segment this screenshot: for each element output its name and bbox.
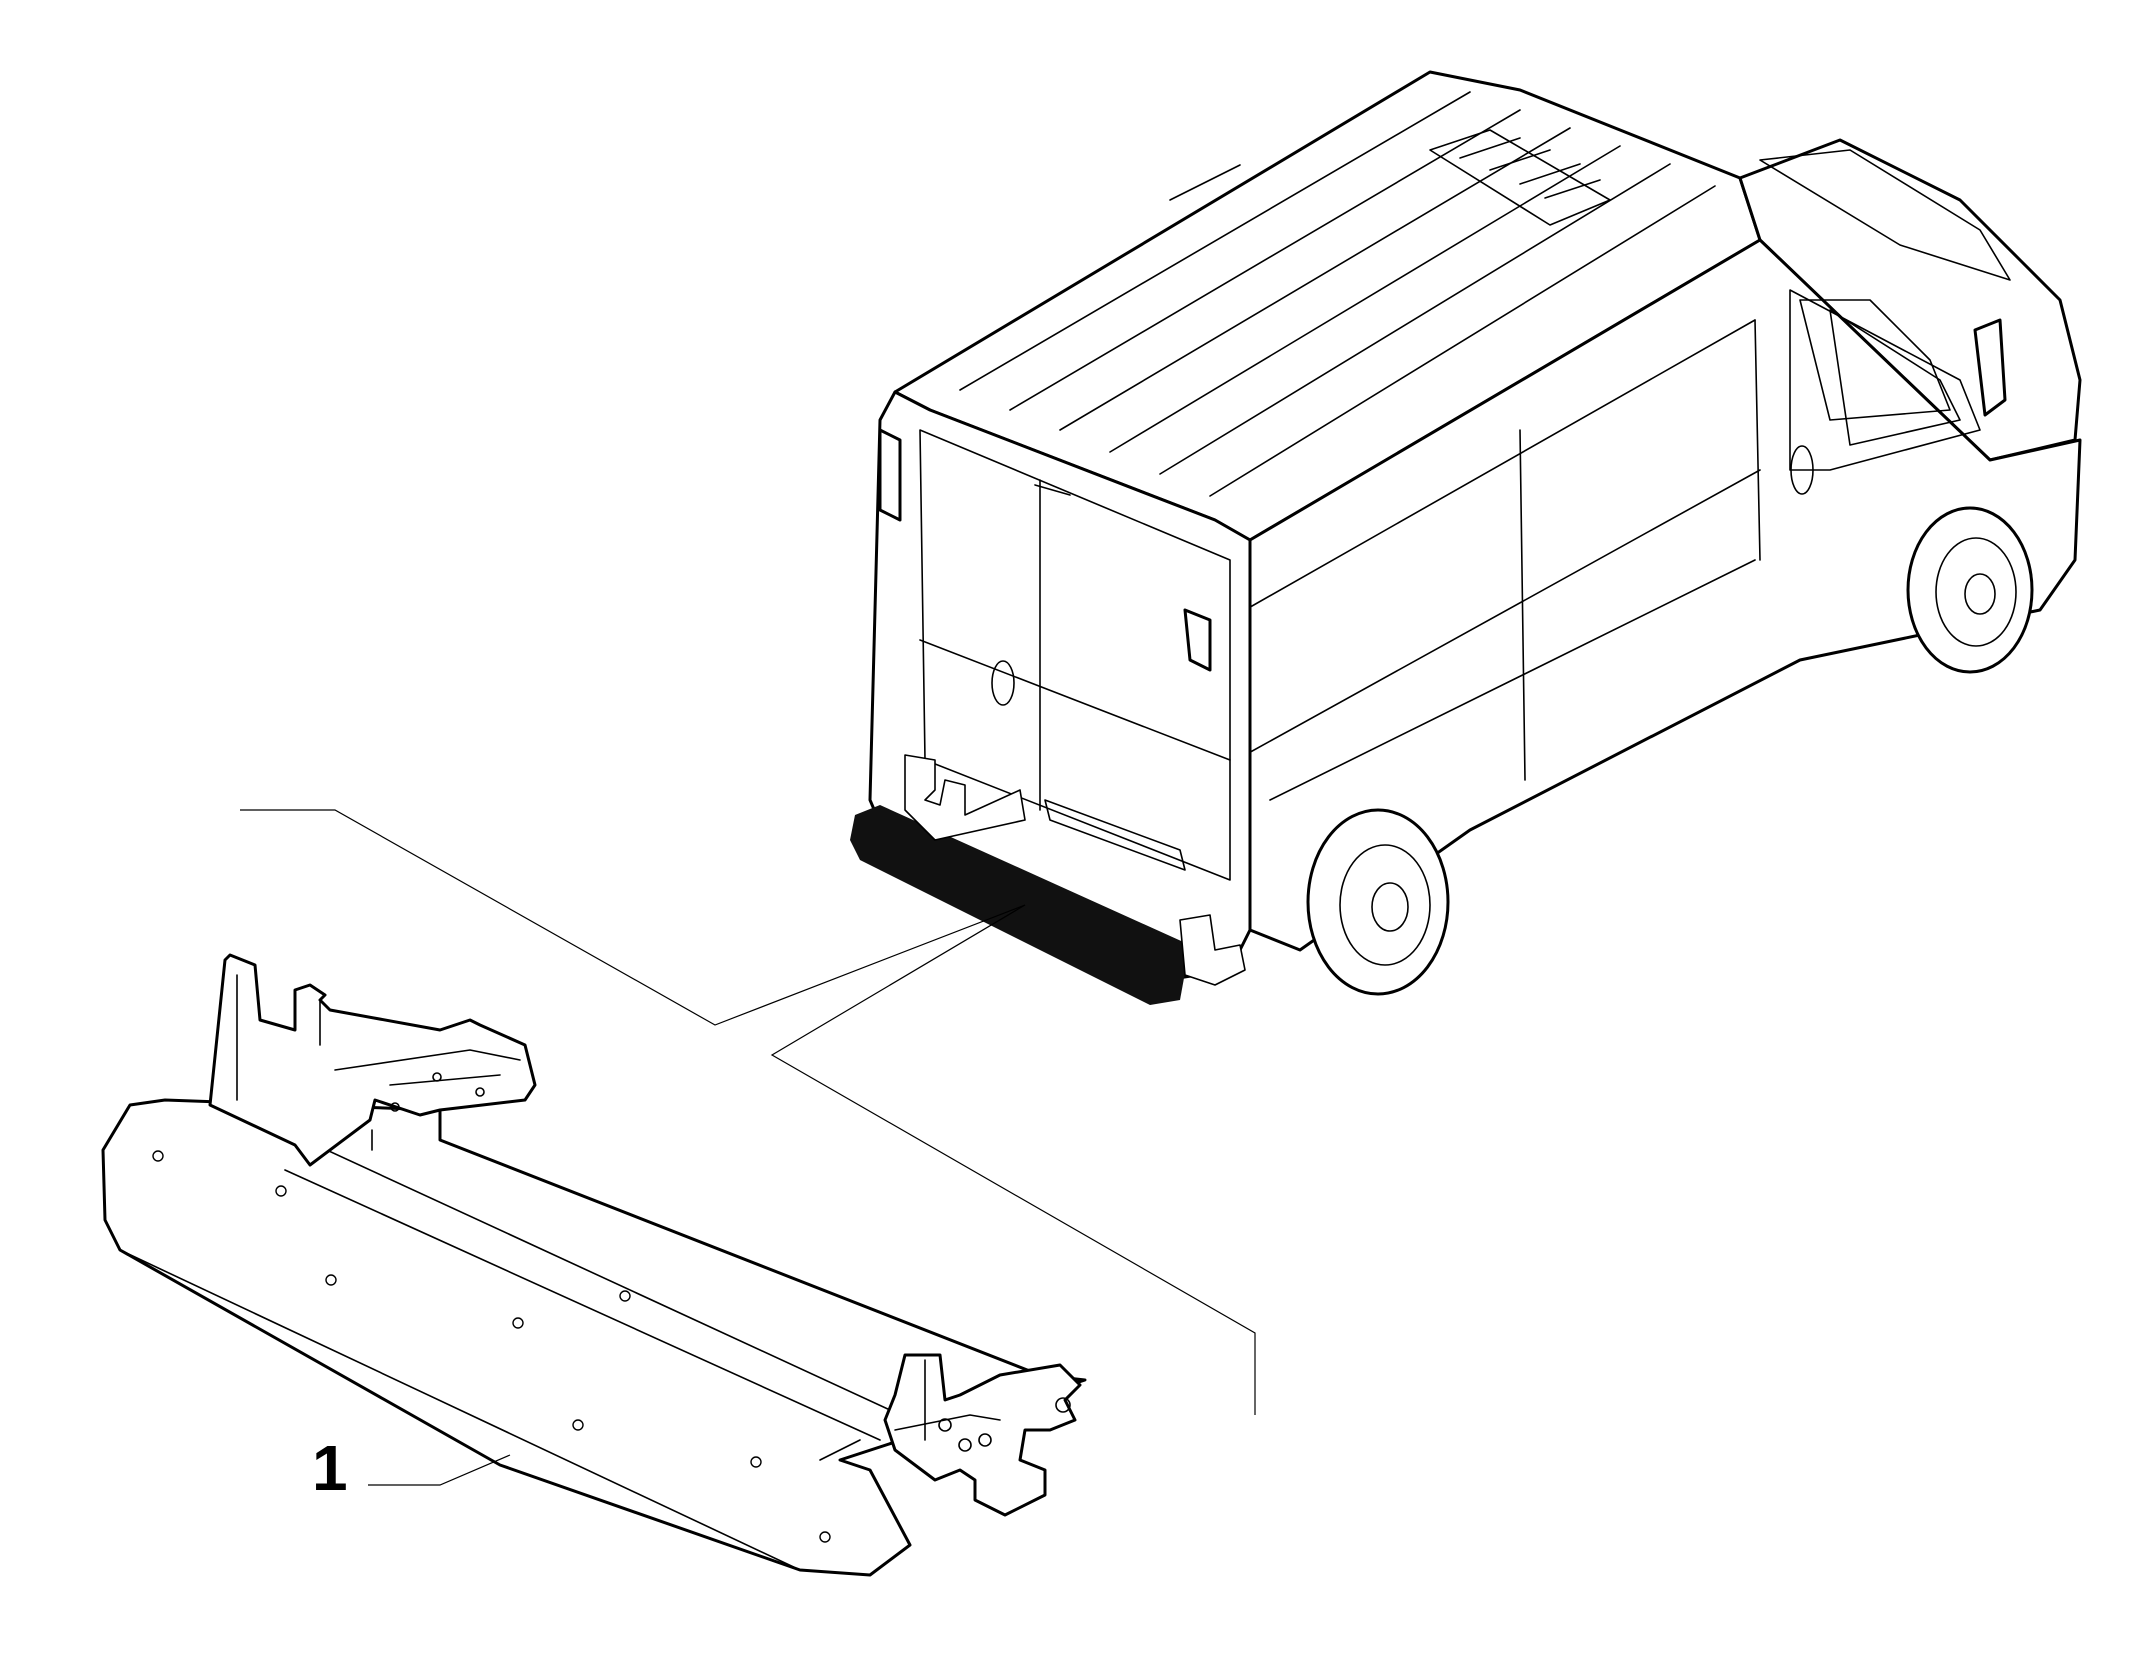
van-side-panel bbox=[1248, 238, 2082, 952]
tail-light-right bbox=[1183, 608, 1212, 672]
side-window bbox=[1799, 299, 1951, 421]
leader-top-left bbox=[240, 809, 1026, 1026]
callout-label: 1 bbox=[312, 1432, 348, 1504]
rear-step-part bbox=[101, 953, 1087, 1577]
roof-ribs bbox=[959, 91, 1716, 497]
step-bracket-left bbox=[208, 953, 537, 1167]
rear-emblem bbox=[991, 660, 1015, 706]
rear-wheel bbox=[1306, 808, 1450, 996]
roof-vent bbox=[1429, 129, 1611, 226]
windshield bbox=[1759, 149, 2011, 281]
side-emblem bbox=[1790, 445, 1814, 495]
rear-doors bbox=[919, 429, 1231, 881]
step-holes bbox=[152, 1150, 831, 1543]
leader-bottom-right bbox=[770, 904, 1256, 1415]
installed-rear-step bbox=[850, 805, 1190, 1005]
callout-leader bbox=[368, 1454, 511, 1486]
front-wheel bbox=[1906, 506, 2034, 674]
tail-light-left bbox=[878, 428, 902, 522]
step-bracket-right-details bbox=[894, 1359, 1071, 1452]
step-bracket-left-details bbox=[236, 974, 521, 1112]
side-mirror bbox=[1973, 318, 2007, 417]
installed-step-brackets bbox=[904, 754, 1246, 986]
step-plate bbox=[101, 1098, 1087, 1577]
van-illustration bbox=[850, 70, 2082, 1005]
leader-lines bbox=[240, 809, 1256, 1415]
callout-part-1[interactable]: 1 bbox=[312, 1432, 511, 1504]
